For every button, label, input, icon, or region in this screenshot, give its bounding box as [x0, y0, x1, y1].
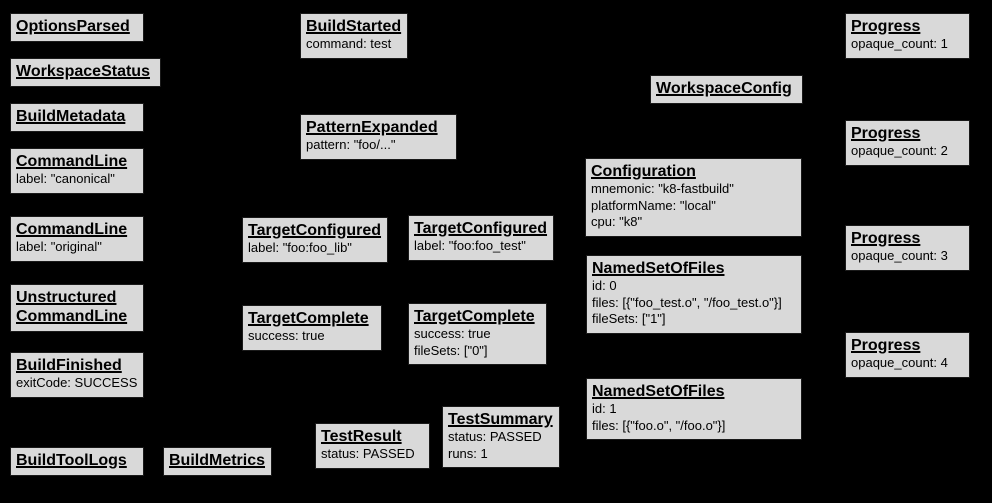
- event-field: cpu: "k8": [591, 214, 643, 229]
- event-title: NamedSetOfFiles: [592, 383, 725, 400]
- event-box-command-line-canonical: CommandLine label: "canonical": [10, 148, 144, 194]
- event-box-target-complete-foo-test: TargetComplete success: true fileSets: […: [408, 303, 547, 365]
- event-box-progress-1: Progress opaque_count: 1: [845, 13, 970, 59]
- event-title: Progress: [851, 125, 921, 142]
- event-box-named-set-of-files-0: NamedSetOfFiles id: 0 files: [{"foo_test…: [586, 255, 802, 334]
- event-field: command: test: [306, 36, 392, 51]
- event-box-test-result: TestResult status: PASSED: [315, 423, 430, 469]
- event-field: files: [{"foo.o", "/foo.o"}]: [592, 417, 726, 433]
- event-title: BuildMetrics: [169, 452, 266, 469]
- event-field: label: "original": [16, 239, 102, 254]
- event-box-target-complete-foo-lib: TargetComplete success: true: [242, 305, 382, 351]
- event-title: Progress: [851, 230, 921, 247]
- event-title: NamedSetOfFiles: [592, 260, 725, 277]
- event-box-target-configured-foo-test: TargetConfigured label: "foo:foo_test": [408, 215, 555, 261]
- event-title: TargetConfigured: [248, 222, 382, 239]
- event-field: success: true: [248, 328, 325, 343]
- event-title: WorkspaceStatus: [16, 63, 150, 80]
- event-box-configuration: Configuration mnemonic: "k8-fastbuild" p…: [585, 158, 802, 237]
- event-box-pattern-expanded: PatternExpanded pattern: "foo/...": [300, 114, 457, 160]
- event-field: runs: 1: [448, 445, 488, 461]
- event-box-progress-3: Progress opaque_count: 3: [845, 225, 970, 271]
- event-field: mnemonic: "k8-fastbuild": [591, 181, 734, 196]
- event-box-build-started: BuildStarted command: test: [300, 13, 409, 59]
- event-box-progress-4: Progress opaque_count: 4: [845, 332, 970, 378]
- event-box-build-metadata: BuildMetadata: [10, 103, 144, 132]
- event-title: PatternExpanded: [306, 119, 438, 136]
- event-field: fileSets: ["1"]: [592, 311, 666, 326]
- event-field: opaque_count: 2: [851, 143, 948, 158]
- event-box-progress-2: Progress opaque_count: 2: [845, 120, 970, 166]
- event-box-unstructured-command-line: Unstructured CommandLine: [10, 284, 144, 332]
- event-field: label: "foo:foo_lib": [248, 240, 352, 255]
- event-box-build-tool-logs: BuildToolLogs: [10, 447, 144, 476]
- event-title: Unstructured CommandLine: [16, 289, 128, 325]
- event-title: OptionsParsed: [16, 18, 130, 35]
- event-title: BuildToolLogs: [16, 452, 127, 469]
- event-box-build-metrics: BuildMetrics: [163, 447, 273, 476]
- event-title: WorkspaceConfig: [656, 80, 792, 97]
- event-field: status: PASSED: [321, 446, 415, 461]
- event-title: TargetComplete: [414, 308, 535, 325]
- event-title: TestResult: [321, 428, 402, 445]
- event-box-workspace-config: WorkspaceConfig: [650, 75, 803, 104]
- event-title: CommandLine: [16, 221, 128, 238]
- event-title: TestSummary: [448, 411, 553, 428]
- event-box-options-parsed: OptionsParsed: [10, 13, 144, 42]
- event-box-workspace-status: WorkspaceStatus: [10, 58, 161, 87]
- event-title: BuildStarted: [306, 18, 402, 35]
- event-title: Progress: [851, 18, 921, 35]
- event-title: BuildMetadata: [16, 108, 126, 125]
- event-box-target-configured-foo-lib: TargetConfigured label: "foo:foo_lib": [242, 217, 389, 263]
- event-field: opaque_count: 4: [851, 355, 948, 370]
- event-field: opaque_count: 3: [851, 248, 948, 263]
- event-title: BuildFinished: [16, 357, 122, 374]
- event-field: pattern: "foo/...": [306, 137, 396, 152]
- event-field: fileSets: ["0"]: [414, 342, 488, 358]
- event-box-test-summary: TestSummary status: PASSED runs: 1: [442, 406, 560, 468]
- event-field: label: "foo:foo_test": [414, 238, 526, 253]
- event-field: platformName: "local": [591, 197, 716, 213]
- event-field: exitCode: SUCCESS: [16, 375, 138, 390]
- event-box-command-line-original: CommandLine label: "original": [10, 216, 144, 262]
- event-field: success: true: [414, 326, 491, 341]
- event-field: id: 1: [592, 401, 617, 416]
- event-field: status: PASSED: [448, 429, 542, 444]
- event-box-build-finished: BuildFinished exitCode: SUCCESS: [10, 352, 145, 398]
- event-title: CommandLine: [16, 153, 128, 170]
- event-box-named-set-of-files-1: NamedSetOfFiles id: 1 files: [{"foo.o", …: [586, 378, 802, 440]
- event-title: TargetComplete: [248, 310, 369, 327]
- event-title: Configuration: [591, 163, 696, 180]
- event-title: Progress: [851, 337, 921, 354]
- event-field: id: 0: [592, 278, 617, 293]
- event-field: files: [{"foo_test.o", "/foo_test.o"}]: [592, 294, 782, 310]
- event-field: opaque_count: 1: [851, 36, 948, 51]
- event-field: label: "canonical": [16, 171, 115, 186]
- event-title: TargetConfigured: [414, 220, 548, 237]
